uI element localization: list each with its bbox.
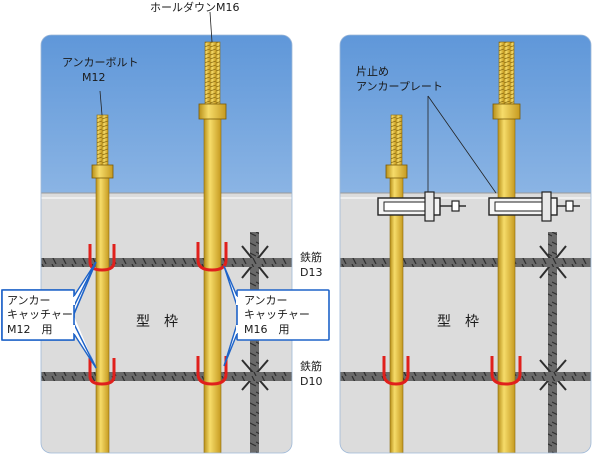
hold-down-m16 <box>203 117 222 453</box>
anchor-plate-m16 <box>488 191 580 222</box>
label-anchor-bolt: アンカーボルト <box>62 56 139 69</box>
hold-down-m16-thread <box>204 41 221 105</box>
hold-down-m16-nut <box>492 103 521 120</box>
anchor-catcher-m16-bottom <box>196 356 228 386</box>
callout-m16-line2: キャッチャー <box>244 308 310 321</box>
anchor-bolt-m12 <box>389 174 404 453</box>
label-formwork-right: 型 枠 <box>437 314 479 330</box>
anchor-catcher-m12-bottom <box>382 356 410 386</box>
anchor-catcher-m12-top <box>88 244 116 272</box>
anchor-bolt-m12-nut <box>91 164 114 179</box>
label-rebar-top: 鉄筋 <box>300 250 322 264</box>
vertical-rebar <box>250 232 259 453</box>
leader-anchor-bolt <box>99 90 103 116</box>
label-plate-type: 片止め <box>356 65 389 78</box>
anchor-catcher-m16-bottom <box>490 356 522 386</box>
label-formwork-left: 型 枠 <box>136 314 178 330</box>
anchor-catcher-m16-top <box>196 242 228 272</box>
label-rebar-bottom: 鉄筋 <box>300 359 322 373</box>
hold-down-m16 <box>497 117 516 453</box>
label-rebar-bottom-size: D10 <box>300 375 322 388</box>
label-hold-down: ホールダウンM16 <box>150 0 240 14</box>
rebar-d13 <box>340 258 591 267</box>
rebar-d10 <box>41 372 292 381</box>
label-anchor-bolt-size: M12 <box>82 71 106 84</box>
leader-plate-2 <box>427 95 497 194</box>
leader-hold-down <box>209 11 213 43</box>
callout-m12-line1: アンカー <box>7 294 51 307</box>
callout-m12 <box>1 261 97 369</box>
left-panel <box>41 35 292 453</box>
callout-m12-line3: M12 用 <box>7 323 53 336</box>
hold-down-m16-thread <box>498 41 515 105</box>
anchor-catcher-m12-bottom <box>88 358 116 386</box>
callout-m12-line2: キャッチャー <box>7 308 73 321</box>
anchor-bolt-m12 <box>95 174 110 453</box>
anchor-bolt-m12-nut <box>385 164 408 179</box>
label-anchor-plate: アンカープレート <box>356 80 443 93</box>
callout-m16 <box>223 265 330 367</box>
rebar-d13 <box>41 258 292 267</box>
right-panel <box>340 35 591 453</box>
vertical-rebar <box>548 232 557 453</box>
anchor-plate-m12 <box>377 191 466 222</box>
callout-m16-line1: アンカー <box>244 294 288 307</box>
callout-m16-line3: M16 用 <box>244 323 290 336</box>
rebar-d10 <box>340 372 591 381</box>
hold-down-m16-nut <box>198 103 227 120</box>
label-rebar-top-size: D13 <box>300 266 322 279</box>
